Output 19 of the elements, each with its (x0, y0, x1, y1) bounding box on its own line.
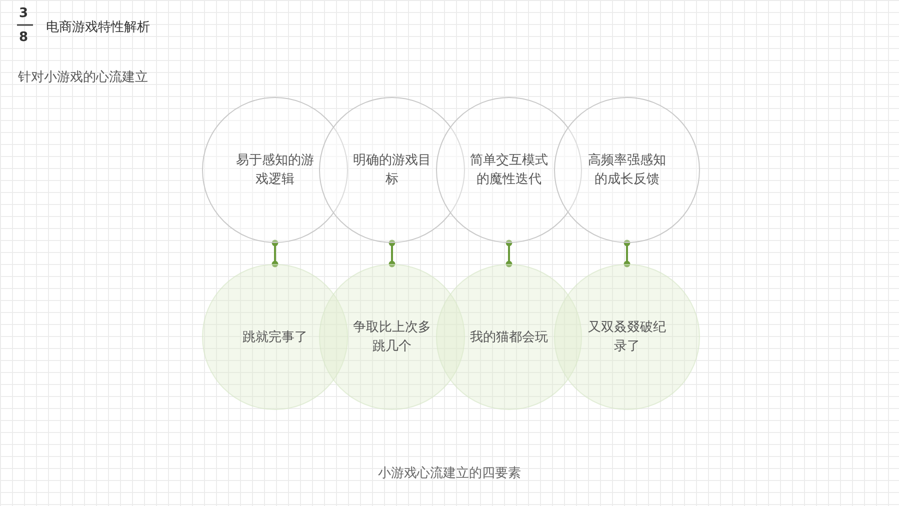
circle-label: 易于感知的游戏逻辑 (235, 152, 315, 189)
fraction-numerator: 3 (19, 6, 28, 21)
circle-label: 争取比上次多跳几个 (352, 319, 432, 356)
circle-label: 又双叒叕破纪录了 (587, 319, 667, 356)
circle-label: 高频率强感知的成长反馈 (587, 152, 667, 189)
caption: 小游戏心流建立的四要素 (377, 465, 522, 482)
connector-line (624, 240, 630, 268)
title: 电商游戏特性解析 (46, 19, 150, 36)
filled-circle (554, 264, 700, 410)
outline-circle (554, 97, 700, 243)
fraction-denominator: 8 (19, 30, 28, 45)
connector-line (506, 240, 512, 268)
connector-line (388, 240, 396, 268)
circle-label: 明确的游戏目标 (352, 152, 432, 189)
connector-line (272, 240, 278, 268)
circle-label: 跳就完事了 (242, 328, 308, 346)
circle-label: 简单交互模式的魔性迭代 (469, 152, 549, 189)
circle-label: 我的猫都会玩 (469, 328, 549, 346)
subtitle: 针对小游戏的心流建立 (18, 69, 148, 86)
